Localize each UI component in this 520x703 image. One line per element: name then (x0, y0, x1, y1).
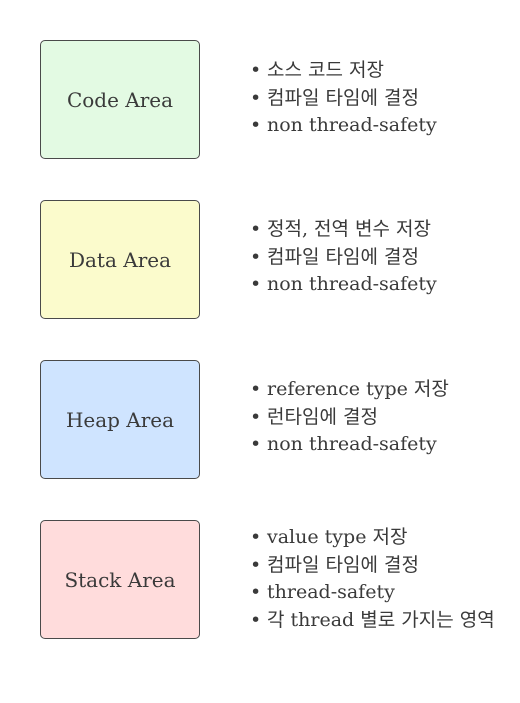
note-item: 컴파일 타임에 결정 (250, 85, 510, 113)
note-item: value type 저장 (250, 524, 510, 552)
code-area-box: Code Area (40, 40, 200, 159)
note-item: non thread-safety (250, 112, 510, 140)
data-area-notes: 정적, 전역 변수 저장 컴파일 타임에 결정 non thread-safet… (250, 216, 510, 299)
data-area-label: Data Area (68, 247, 172, 272)
data-area-box: Data Area (40, 200, 200, 319)
code-area-label: Code Area (66, 87, 174, 112)
note-item: thread-safety (250, 579, 510, 607)
code-area-notes: 소스 코드 저장 컴파일 타임에 결정 non thread-safety (250, 57, 510, 140)
note-item: 소스 코드 저장 (250, 57, 510, 85)
stack-area-notes: value type 저장 컴파일 타임에 결정 thread-safety 각… (250, 524, 510, 634)
heap-area-label: Heap Area (65, 407, 175, 432)
note-item: 정적, 전역 변수 저장 (250, 216, 510, 244)
note-item: 컴파일 타임에 결정 (250, 552, 510, 580)
note-item: 컴파일 타임에 결정 (250, 244, 510, 272)
note-item: 런타임에 결정 (250, 404, 510, 432)
stack-area-box: Stack Area (40, 520, 200, 639)
note-item: reference type 저장 (250, 376, 510, 404)
heap-area-notes: reference type 저장 런타임에 결정 non thread-saf… (250, 376, 510, 459)
heap-area-box: Heap Area (40, 360, 200, 479)
note-item: 각 thread 별로 가지는 영역 (250, 607, 510, 635)
stack-area-label: Stack Area (64, 567, 176, 592)
note-item: non thread-safety (250, 271, 510, 299)
note-item: non thread-safety (250, 431, 510, 459)
